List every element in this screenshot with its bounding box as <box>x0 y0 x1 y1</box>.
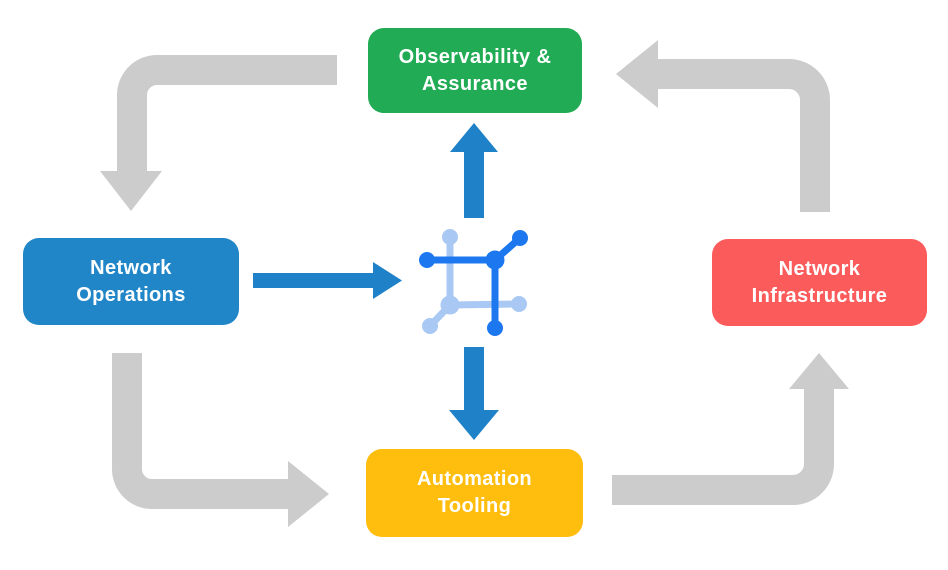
flow-arrow-observability-to-operations <box>100 55 337 211</box>
node-observability-assurance: Observability & Assurance <box>368 28 582 113</box>
flow-arrow-operations-to-automation <box>112 353 329 527</box>
flow-arrow-infrastructure-to-observability <box>616 40 830 212</box>
flow-arrow-automation-to-infrastructure <box>612 353 849 505</box>
arrow-operations-to-center <box>253 262 402 299</box>
node-network-infrastructure: Network Infrastructure <box>712 239 927 326</box>
arrow-center-to-automation <box>449 347 499 440</box>
arrow-center-to-observability <box>450 123 498 218</box>
node-network-operations: Network Operations <box>23 238 239 325</box>
network-automation-icon <box>419 229 528 336</box>
node-automation-tooling: Automation Tooling <box>366 449 583 537</box>
